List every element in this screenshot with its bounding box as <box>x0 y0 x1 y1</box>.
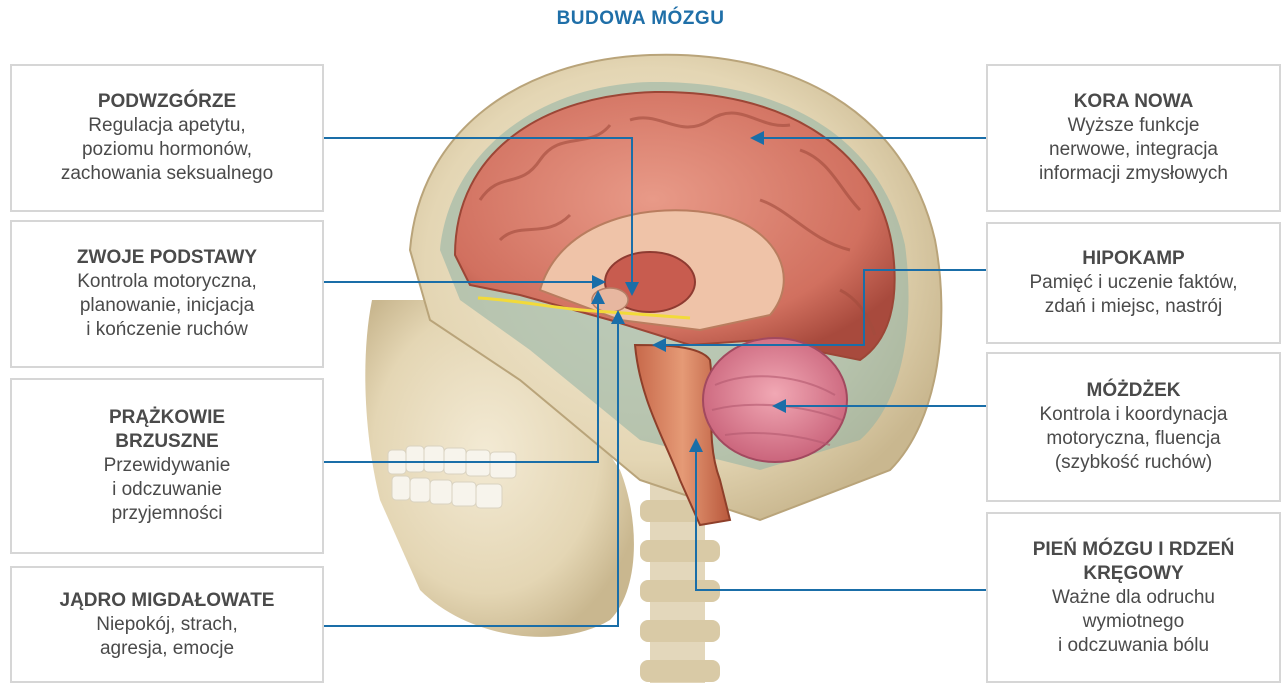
text-line: Przewidywanie <box>104 454 231 478</box>
leader-migdalowate <box>324 320 618 626</box>
arrowhead-hipokamp <box>652 338 666 352</box>
arrowhead-migdalowate <box>611 310 625 324</box>
label-jadro-migdalowate: JĄDRO MIGDAŁOWATE Niepokój, strach, agre… <box>10 566 324 683</box>
label-hipokamp: HIPOKAMP Pamięć i uczenie faktów, zdań i… <box>986 222 1281 344</box>
text-line: motoryczna, fluencja <box>1046 427 1220 451</box>
label-kora-nowa: KORA NOWA Wyższe funkcje nerwowe, integr… <box>986 64 1281 212</box>
arrowhead-prazkowie <box>591 290 605 304</box>
leader-pien <box>696 448 986 590</box>
leader-prazkowie <box>324 300 598 462</box>
heading-mozdzek: MÓŻDŻEK <box>1087 379 1181 403</box>
arrowhead-zwoje <box>592 275 606 289</box>
label-mozdzek: MÓŻDŻEK Kontrola i koordynacja motoryczn… <box>986 352 1281 502</box>
heading-migdalowate: JĄDRO MIGDAŁOWATE <box>60 589 275 613</box>
leader-podwzgorze <box>324 138 632 286</box>
heading-podwzgorze: PODWZGÓRZE <box>98 90 236 114</box>
heading-kora: KORA NOWA <box>1074 90 1194 114</box>
text-line: i odczuwanie <box>112 478 222 502</box>
label-zwoje-podstawy: ZWOJE PODSTAWY Kontrola motoryczna, plan… <box>10 220 324 368</box>
label-prazkowie-brzuszne: PRĄŻKOWIE BRZUSZNE Przewidywanie i odczu… <box>10 378 324 554</box>
label-podwzgorze: PODWZGÓRZE Regulacja apetytu, poziomu ho… <box>10 64 324 212</box>
arrowhead-kora <box>750 131 764 145</box>
text-line: Regulacja apetytu, <box>88 114 245 138</box>
arrowhead-mozdzek <box>772 399 786 413</box>
arrowhead-pien <box>689 438 703 452</box>
text-line: (szybkość ruchów) <box>1055 451 1212 475</box>
text-line: Wyższe funkcje <box>1068 114 1200 138</box>
heading-pien-1: PIEŃ MÓZGU I RDZEŃ <box>1033 538 1235 562</box>
text-line: zachowania seksualnego <box>61 162 273 186</box>
heading-prazkowie-2: BRZUSZNE <box>115 430 218 454</box>
text-line: zdań i miejsc, nastrój <box>1045 295 1222 319</box>
text-line: i odczuwania bólu <box>1058 634 1209 658</box>
text-line: nerwowe, integracja <box>1049 138 1218 162</box>
heading-zwoje: ZWOJE PODSTAWY <box>77 246 257 270</box>
heading-hipokamp: HIPOKAMP <box>1082 247 1184 271</box>
text-line: agresja, emocje <box>100 637 234 661</box>
text-line: planowanie, inicjacja <box>80 294 254 318</box>
arrowhead-podwzgorze <box>625 282 639 296</box>
text-line: informacji zmysłowych <box>1039 162 1228 186</box>
leader-hipokamp <box>660 270 986 345</box>
text-line: wymiotnego <box>1083 610 1184 634</box>
text-line: Ważne dla odruchu <box>1052 586 1215 610</box>
text-line: Pamięć i uczenie faktów, <box>1029 271 1237 295</box>
heading-prazkowie-1: PRĄŻKOWIE <box>109 406 225 430</box>
text-line: przyjemności <box>112 502 223 526</box>
text-line: poziomu hormonów, <box>82 138 252 162</box>
text-line: Niepokój, strach, <box>96 613 238 637</box>
text-line: Kontrola i koordynacja <box>1040 403 1228 427</box>
text-line: Kontrola motoryczna, <box>77 270 257 294</box>
heading-pien-2: KRĘGOWY <box>1083 562 1183 586</box>
text-line: i kończenie ruchów <box>86 318 248 342</box>
label-pien-mozgu: PIEŃ MÓZGU I RDZEŃ KRĘGOWY Ważne dla odr… <box>986 512 1281 683</box>
